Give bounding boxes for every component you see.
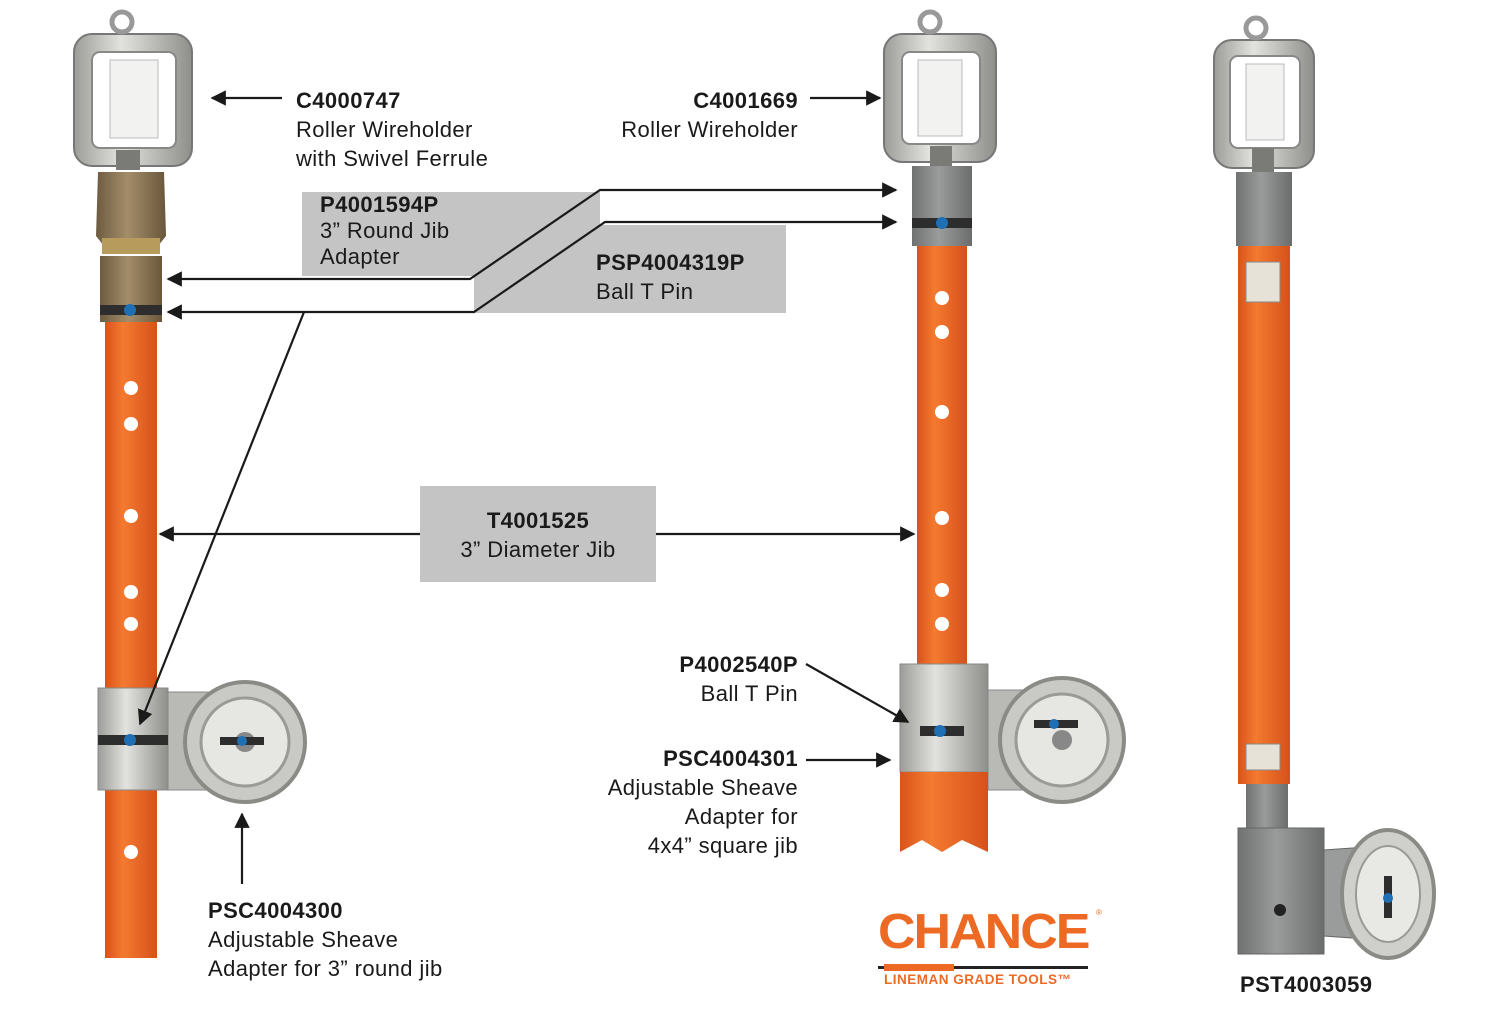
- logo-rule: [878, 966, 1088, 969]
- part-number: PST4003059: [1240, 972, 1373, 997]
- part-description: Adapter: [320, 244, 400, 269]
- label-c4001669: C4001669 Roller Wireholder: [560, 86, 798, 144]
- label-p4001594p: P4001594P 3” Round Jib Adapter: [320, 192, 450, 270]
- part-description: 3” Diameter Jib: [460, 537, 616, 562]
- part-number: PSP4004319P: [596, 250, 745, 275]
- label-psc4004300: PSC4004300 Adjustable Sheave Adapter for…: [208, 896, 443, 983]
- part-description: 4x4” square jib: [647, 833, 798, 858]
- part-number: C4001669: [693, 88, 798, 113]
- right-tool: [1213, 15, 1436, 960]
- part-description: Adapter for 3” round jib: [208, 956, 443, 981]
- part-description: Ball T Pin: [596, 279, 694, 304]
- logo-wordmark: CHANCE: [878, 904, 1090, 960]
- part-number: P4002540P: [679, 652, 798, 677]
- part-description: Adjustable Sheave: [208, 927, 399, 952]
- part-description: Ball T Pin: [700, 681, 798, 706]
- part-number: PSC4004301: [663, 746, 798, 771]
- part-description: Adapter for: [684, 804, 798, 829]
- middle-tool: [883, 9, 1126, 852]
- logo-rule-accent: [884, 964, 954, 971]
- part-description: 3” Round Jib: [320, 218, 450, 243]
- part-description: Roller Wireholder: [296, 117, 473, 142]
- part-description: Adjustable Sheave: [607, 775, 798, 800]
- label-p4002540p: P4002540P Ball T Pin: [560, 650, 798, 708]
- label-c4000747: C4000747 Roller Wireholder with Swivel F…: [296, 86, 488, 173]
- arrow-p4002540p: [805, 663, 910, 723]
- registered-mark: ®: [1096, 908, 1102, 917]
- label-t4001525: T4001525 3” Diameter Jib: [420, 506, 656, 564]
- part-number: C4000747: [296, 88, 401, 113]
- label-psc4004301: PSC4004301 Adjustable Sheave Adapter for…: [540, 744, 798, 860]
- part-description: Roller Wireholder: [621, 117, 798, 142]
- part-number: PSC4004300: [208, 898, 343, 923]
- part-number: T4001525: [486, 508, 590, 533]
- part-description: with Swivel Ferrule: [296, 146, 489, 171]
- part-number: P4001594P: [320, 192, 439, 217]
- label-psp4004319p: PSP4004319P Ball T Pin: [596, 248, 745, 306]
- left-tool: [73, 9, 307, 958]
- arrow-psp-to-sheave: [137, 311, 306, 726]
- label-pst4003059: PST4003059: [1240, 970, 1372, 999]
- arrow-ball-t-pin: [166, 214, 898, 320]
- arrow-jib-adapter: [166, 182, 898, 287]
- chance-logo: CHANCE ® LINEMAN GRADE TOOLS™: [874, 902, 1106, 994]
- callout-box-diameter-jib: [420, 486, 656, 582]
- logo-tagline: LINEMAN GRADE TOOLS™: [884, 972, 1072, 987]
